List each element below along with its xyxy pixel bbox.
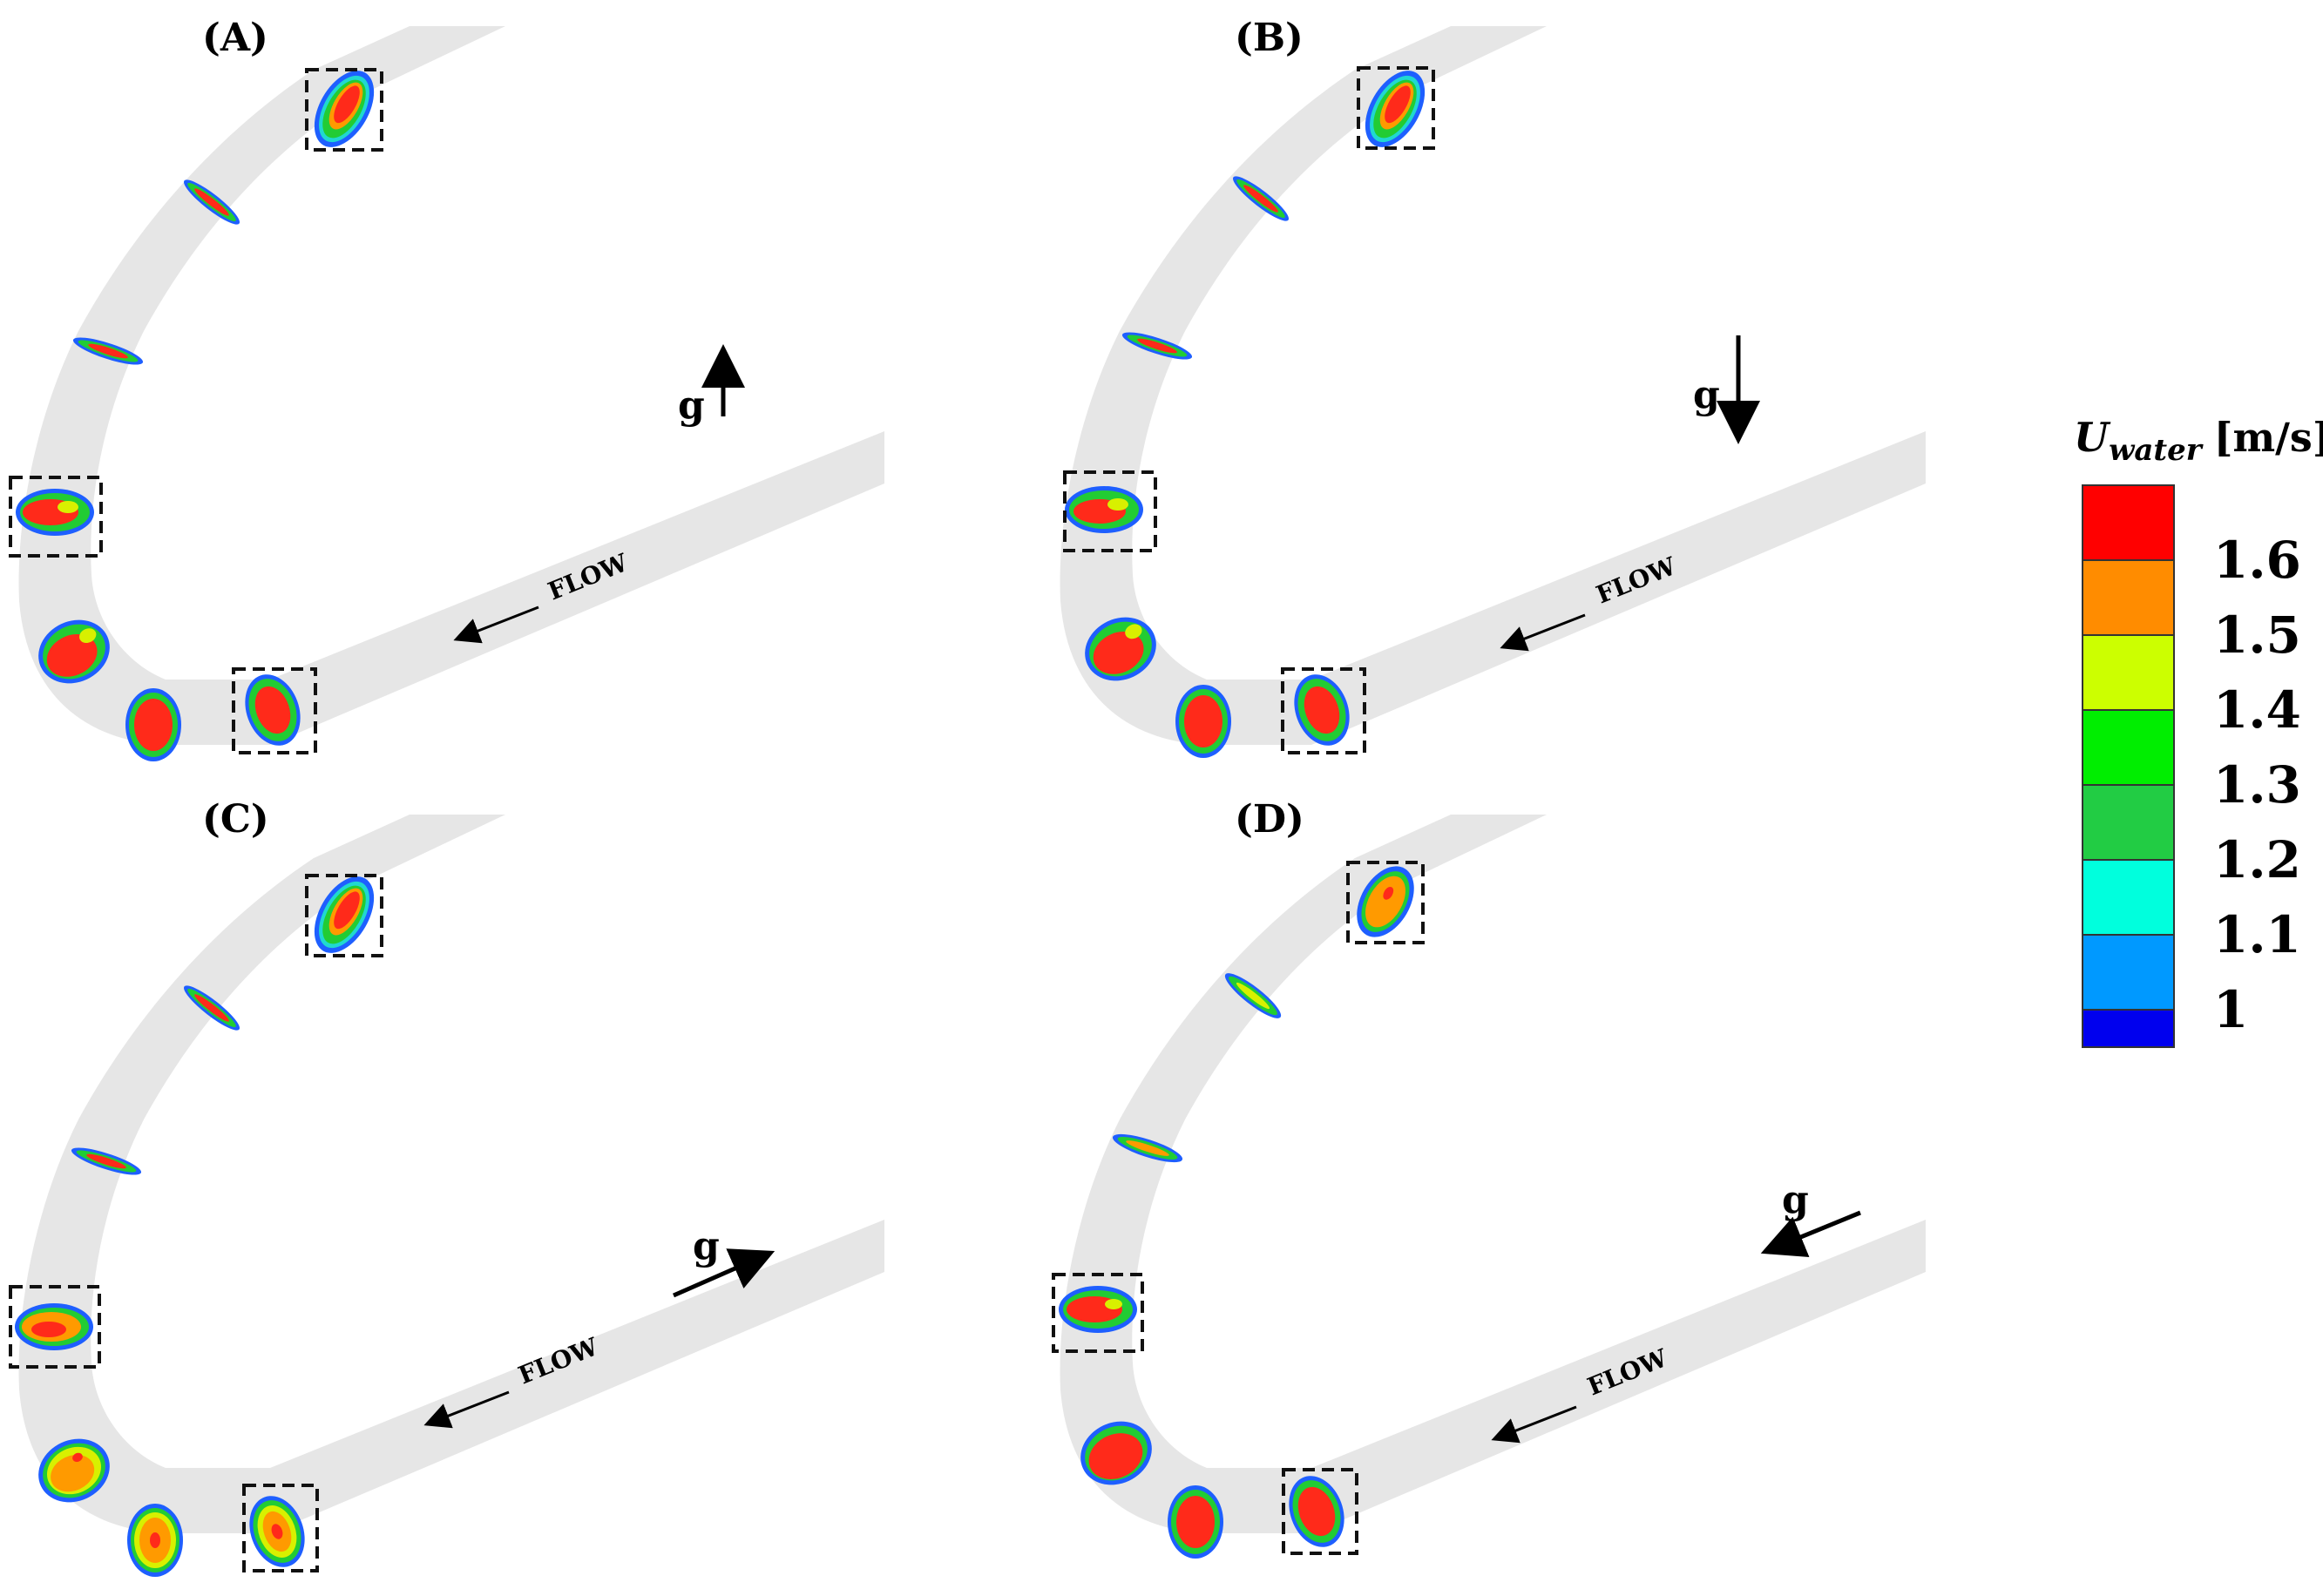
slice-b3	[1121, 332, 1193, 360]
highlight-box-c3	[242, 1484, 319, 1572]
flow-arrow-a	[453, 605, 539, 644]
slice-b4	[1065, 486, 1143, 533]
colorbar-swatch	[2082, 934, 2175, 1011]
colorbar-tick-label: 1.4	[2213, 680, 2301, 740]
colorbar-ticks: 1.6 1.5 1.4 1.3 1.2 1.1 1	[2213, 531, 2301, 1039]
colorbar-title: Uwater [m/s]	[2074, 414, 2323, 468]
panel-a: (A) FLOW g	[9, 16, 884, 761]
slice-c4	[15, 1303, 93, 1350]
flow-arrow-b	[1500, 613, 1586, 652]
slice-c6	[127, 1504, 183, 1577]
highlight-box-a1	[305, 68, 383, 152]
colorbar-swatch	[2082, 784, 2175, 861]
flow-arrow-d	[1491, 1405, 1577, 1444]
slice-a2	[183, 179, 240, 225]
slice-a1	[314, 71, 375, 147]
panel-d: (D) FLOW g	[1052, 797, 1926, 1559]
slice-b2	[1232, 176, 1290, 221]
colorbar-swatch	[2082, 859, 2175, 936]
highlight-box-d3	[1282, 1468, 1358, 1555]
slice-b1	[1365, 71, 1426, 147]
slice-c3	[71, 1147, 142, 1175]
highlight-box-d2	[1052, 1273, 1144, 1353]
slice-b7	[1294, 674, 1350, 746]
slice-a5	[38, 619, 110, 684]
highlight-box-a3	[232, 667, 317, 754]
slice-d3	[1112, 1133, 1183, 1163]
colorbar-tick-label: 1.1	[2213, 905, 2301, 964]
gravity-label-b: g	[1693, 373, 1720, 417]
colorbar-title-unit: [m/s]	[2214, 414, 2323, 461]
panel-b: (B) FLOW g	[1060, 16, 1926, 758]
slice-d6	[1168, 1485, 1223, 1559]
slice-d4	[1059, 1286, 1137, 1333]
colorbar-swatch	[2082, 634, 2175, 711]
slice-a4	[16, 489, 94, 536]
gravity-arrow-c	[672, 1248, 775, 1298]
slice-d2	[1224, 973, 1282, 1018]
colorbar-swatch	[2082, 709, 2175, 786]
panel-c: (C) FLOW g	[9, 797, 884, 1577]
colorbar-swatch	[2082, 1009, 2175, 1048]
highlight-box-a2	[9, 476, 103, 558]
gravity-label-d: g	[1782, 1178, 1809, 1222]
highlight-box-d1	[1346, 861, 1425, 944]
gravity-arrow-d	[1760, 1210, 1861, 1257]
highlight-box-b3	[1281, 667, 1366, 754]
slice-a6	[125, 688, 181, 761]
colorbar-swatch	[2082, 484, 2175, 561]
colorbar-tick-label: 1.3	[2213, 755, 2301, 815]
flow-arrow-c	[423, 1390, 510, 1429]
panel-label-a: (A)	[202, 16, 268, 60]
highlight-box-c2	[9, 1285, 101, 1369]
slice-d1	[1357, 866, 1414, 937]
slice-a7	[245, 674, 301, 746]
colorbar-title-symbol: U	[2074, 414, 2111, 461]
slice-d7	[1289, 1476, 1344, 1547]
highlight-box-c1	[305, 874, 383, 957]
slice-c1	[314, 876, 375, 953]
slice-c7	[249, 1496, 305, 1567]
colorbar-tick-label: 1.6	[2213, 531, 2301, 590]
slice-c5	[38, 1438, 110, 1503]
slice-b5	[1085, 617, 1156, 681]
highlight-box-b2	[1063, 470, 1157, 552]
colorbar-swatch	[2082, 559, 2175, 636]
slice-c2	[183, 985, 240, 1031]
colorbar: Uwater [m/s] 1.6 1.5 1.4 1.3 1.2 1.1 1	[2074, 414, 2323, 1048]
gravity-label-c: g	[693, 1224, 720, 1268]
gravity-label-a: g	[678, 383, 705, 428]
highlight-box-b1	[1357, 66, 1435, 150]
panel-label-b: (B)	[1235, 16, 1304, 60]
slice-a3	[72, 337, 144, 365]
panel-label-d: (D)	[1235, 797, 1304, 842]
colorbar-title-subscript: water	[2109, 433, 2204, 468]
colorbar-tick-label: 1.2	[2213, 830, 2301, 889]
colorbar-tick-label: 1	[2213, 980, 2248, 1039]
slice-b6	[1175, 685, 1231, 758]
colorbar-tick-label: 1.5	[2213, 605, 2301, 665]
colorbar-swatches	[2082, 484, 2175, 1048]
panel-label-c: (C)	[202, 797, 269, 842]
slice-d5	[1080, 1421, 1152, 1485]
